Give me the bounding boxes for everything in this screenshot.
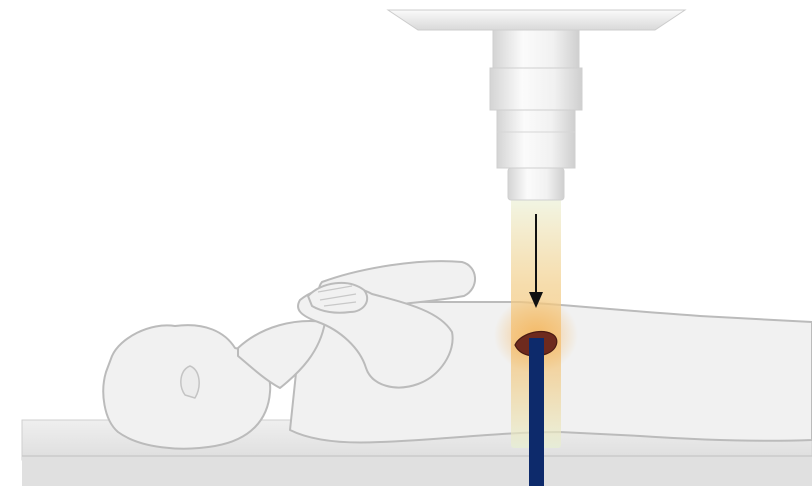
- collimator-lower: [497, 110, 575, 168]
- patient-body: [103, 261, 812, 449]
- nozzle: [508, 168, 564, 200]
- gantry-plate: [388, 10, 685, 30]
- collimator-middle: [490, 68, 582, 110]
- patient-ear: [181, 366, 199, 398]
- probe-bar: [529, 338, 544, 486]
- patient-hand: [308, 283, 367, 313]
- linac-head: [388, 10, 685, 200]
- table-front: [22, 456, 812, 486]
- collimator-upper: [493, 30, 579, 68]
